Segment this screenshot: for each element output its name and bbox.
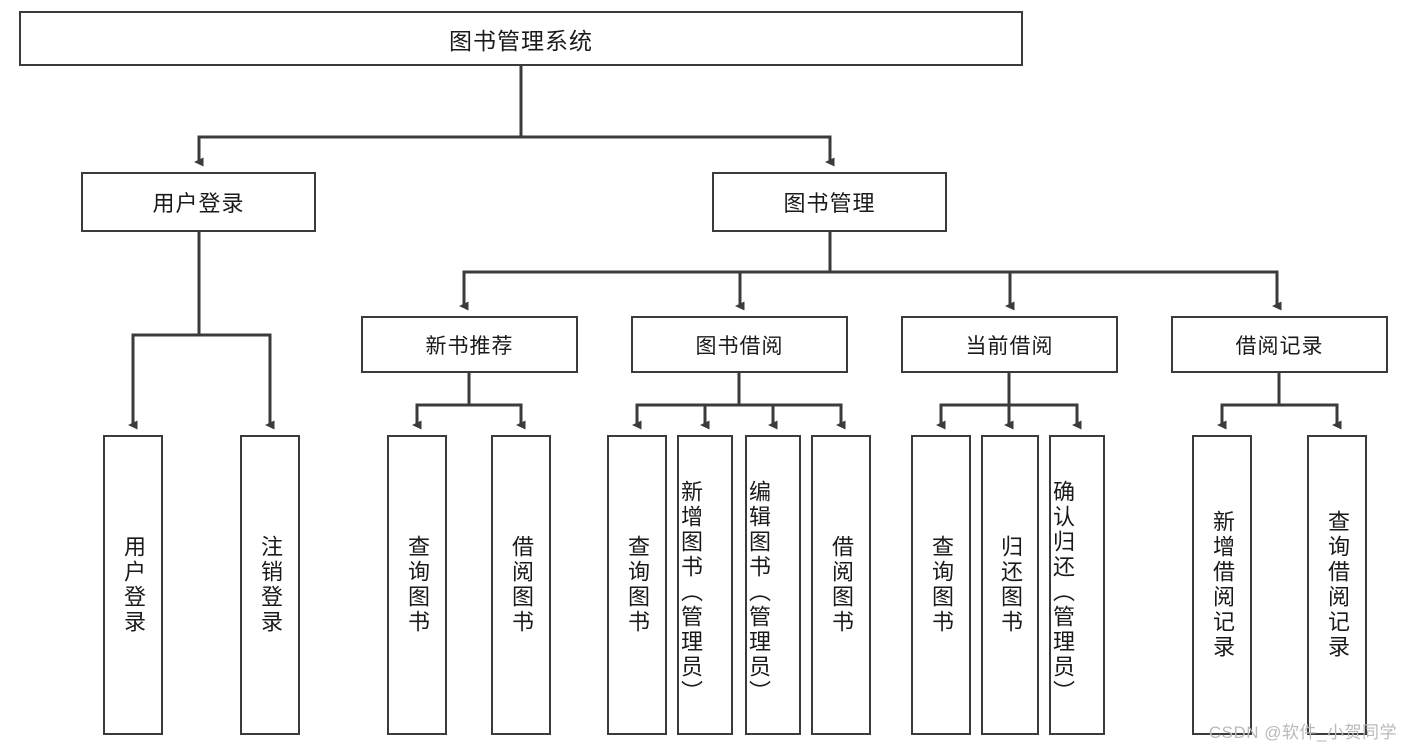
leaf-borrow-book-label: 借阅图书	[829, 535, 854, 635]
leaf-add-book-admin-label: 新增图书（管理员）	[678, 479, 703, 705]
node-new-book-recommend[interactable]: 新书推荐	[361, 316, 578, 373]
csdn-watermark: CSDN @软件_小贺同学	[1208, 723, 1397, 742]
leaf-borrow-book[interactable]: 借阅图书	[811, 435, 871, 735]
leaf-logout[interactable]: 注销登录	[240, 435, 300, 735]
leaf-add-borrow-record[interactable]: 新增借阅记录	[1192, 435, 1252, 735]
node-new-book-recommend-label: 新书推荐	[425, 334, 514, 358]
leaf-logout-label: 注销登录	[258, 535, 283, 635]
leaf-query-borrow-record-label: 查询借阅记录	[1325, 510, 1350, 660]
node-root-label: 图书管理系统	[449, 27, 593, 54]
node-book-management-label: 图书管理	[783, 191, 876, 216]
node-borrow-records[interactable]: 借阅记录	[1171, 316, 1388, 373]
leaf-query-book-current-label: 查询图书	[929, 535, 954, 635]
node-current-borrow[interactable]: 当前借阅	[901, 316, 1118, 373]
node-book-borrow-label: 图书借阅	[695, 334, 784, 358]
leaf-user-login[interactable]: 用户登录	[103, 435, 163, 735]
leaf-add-book-admin[interactable]: 新增图书（管理员）	[677, 435, 733, 735]
leaf-edit-book-admin-label: 编辑图书（管理员）	[746, 479, 771, 705]
node-book-borrow[interactable]: 图书借阅	[631, 316, 848, 373]
leaf-query-book-recommend-label: 查询图书	[405, 535, 430, 635]
leaf-confirm-return-admin[interactable]: 确认归还（管理员）	[1049, 435, 1105, 735]
node-book-management[interactable]: 图书管理	[712, 172, 947, 232]
leaf-return-book-label: 归还图书	[998, 535, 1023, 635]
leaf-return-book[interactable]: 归还图书	[981, 435, 1039, 735]
leaf-edit-book-admin[interactable]: 编辑图书（管理员）	[745, 435, 801, 735]
leaf-query-book-borrow-label: 查询图书	[625, 535, 650, 635]
leaf-query-book-borrow[interactable]: 查询图书	[607, 435, 667, 735]
leaf-borrow-book-recommend[interactable]: 借阅图书	[491, 435, 551, 735]
node-current-borrow-label: 当前借阅	[965, 334, 1054, 358]
node-borrow-records-label: 借阅记录	[1235, 334, 1324, 358]
leaf-add-borrow-record-label: 新增借阅记录	[1210, 510, 1235, 660]
leaf-query-borrow-record[interactable]: 查询借阅记录	[1307, 435, 1367, 735]
leaf-confirm-return-admin-label: 确认归还（管理员）	[1050, 479, 1075, 705]
leaf-user-login-label: 用户登录	[121, 535, 146, 635]
node-root[interactable]: 图书管理系统	[19, 11, 1023, 66]
node-user-login[interactable]: 用户登录	[81, 172, 316, 232]
leaf-query-book-current[interactable]: 查询图书	[911, 435, 971, 735]
node-user-login-label: 用户登录	[152, 191, 245, 216]
leaf-borrow-book-recommend-label: 借阅图书	[509, 535, 534, 635]
leaf-query-book-recommend[interactable]: 查询图书	[387, 435, 447, 735]
